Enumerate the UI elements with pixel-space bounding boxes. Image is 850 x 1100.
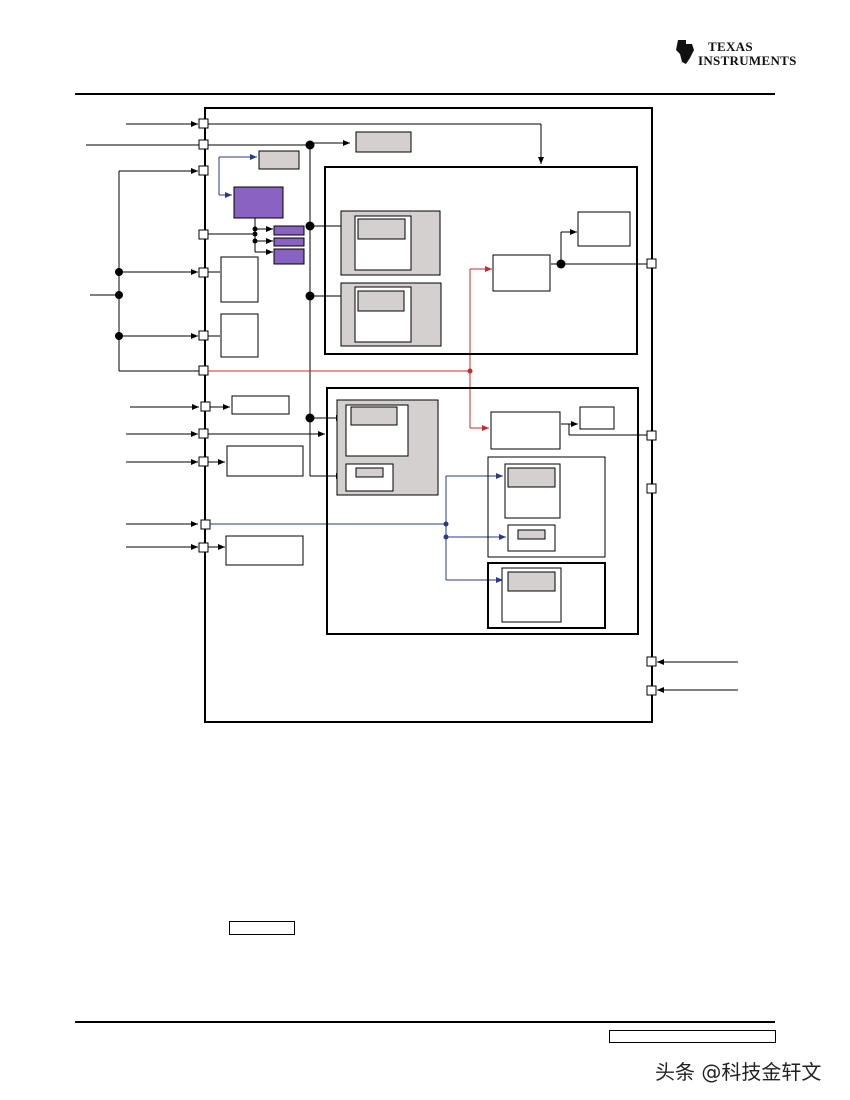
memory-cell xyxy=(507,571,556,592)
footer-box xyxy=(609,1030,776,1043)
block xyxy=(577,211,631,247)
purple-small-block xyxy=(273,248,305,265)
memory-cell xyxy=(355,467,384,478)
purple-block xyxy=(233,186,284,219)
purple-small-block xyxy=(273,225,305,236)
pin xyxy=(198,542,209,553)
upper-subsystem xyxy=(324,166,638,355)
block xyxy=(490,411,561,450)
brand-line-2: INSTRUMENTS xyxy=(698,53,797,68)
pin xyxy=(198,139,209,150)
pin xyxy=(200,401,211,412)
block xyxy=(220,313,259,358)
memory-cell xyxy=(357,218,406,240)
block xyxy=(226,445,304,477)
pin xyxy=(646,483,657,494)
footer-rule xyxy=(75,1021,775,1023)
header-rule xyxy=(75,93,775,95)
brand-line-1: TEXAS xyxy=(708,39,753,54)
memory-cell xyxy=(507,467,556,488)
block xyxy=(231,395,290,415)
pin xyxy=(646,430,657,441)
label-box xyxy=(229,921,295,935)
chip-boundary xyxy=(204,107,653,723)
pin xyxy=(198,330,209,341)
peripheral-group xyxy=(487,456,606,558)
pin xyxy=(646,258,657,269)
block xyxy=(225,535,304,566)
pin xyxy=(198,428,209,439)
watermark-text: 头条 @科技金轩文 xyxy=(655,1060,822,1084)
block xyxy=(220,256,259,303)
block xyxy=(579,406,615,430)
peripheral-group xyxy=(487,562,606,629)
ti-logo-icon xyxy=(676,40,694,64)
brand-name: TEXAS INSTRUMENTS xyxy=(698,40,797,68)
gray-small-block xyxy=(258,150,300,170)
pin xyxy=(198,165,209,176)
pin xyxy=(198,229,209,240)
memory-cell xyxy=(517,529,546,540)
pin xyxy=(198,118,209,129)
block-diagram xyxy=(86,107,738,723)
pin xyxy=(200,519,211,530)
pin xyxy=(198,267,209,278)
purple-small-block xyxy=(273,237,305,247)
memory-cell xyxy=(350,406,398,426)
pin xyxy=(198,456,209,467)
gray-header-block xyxy=(355,131,412,153)
pin xyxy=(646,656,657,667)
pin xyxy=(646,685,657,696)
lower-subsystem xyxy=(326,387,639,635)
pin xyxy=(198,365,209,376)
block xyxy=(492,254,551,292)
memory-cell xyxy=(357,290,405,312)
